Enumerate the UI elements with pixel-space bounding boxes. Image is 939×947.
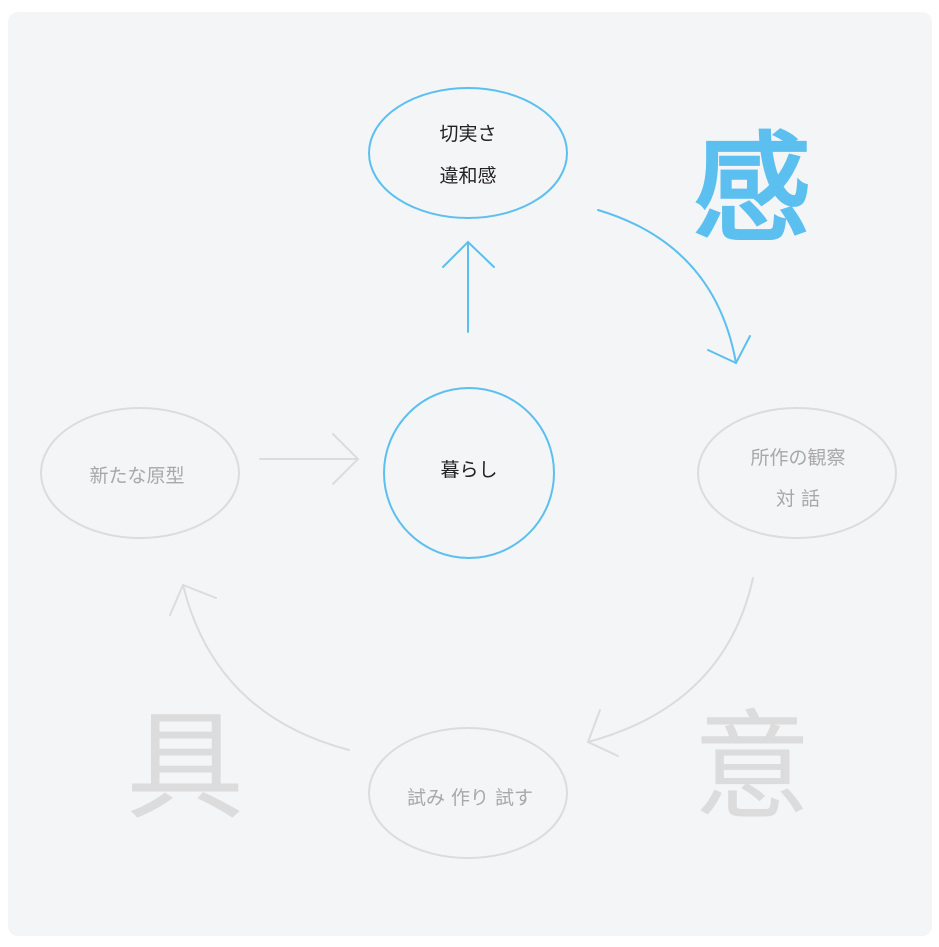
node-center: 暮らし [383,387,555,559]
node-left-label: 新たな原型 [89,465,184,487]
node-bottom-label: 試み 作り 試す [407,787,533,809]
node-top: 切実さ 違和感 [368,87,568,219]
arrow-center-to-top [442,240,495,333]
node-center-label: 暮らし [440,459,497,481]
arrow-right-to-bottom [586,577,754,757]
panel-background [8,12,932,936]
node-right-line1: 所作の観察 [750,447,845,469]
stage-label-meaning: 意 [693,698,811,836]
arrow-top-to-right [597,209,751,365]
node-right: 所作の観察 対 話 [697,407,897,539]
arrow-left-to-center [259,433,360,485]
stage-label-concrete: 具 [126,698,244,836]
arrow-bottom-to-left [169,583,350,751]
node-top-line1: 切実さ [439,123,496,145]
node-bottom: 試み 作り 試す [368,727,568,859]
node-right-line2: 対 話 [776,488,820,510]
node-top-line2: 違和感 [439,165,496,187]
stage-label-feel: 感 [693,120,811,258]
node-left: 新たな原型 [40,407,240,539]
